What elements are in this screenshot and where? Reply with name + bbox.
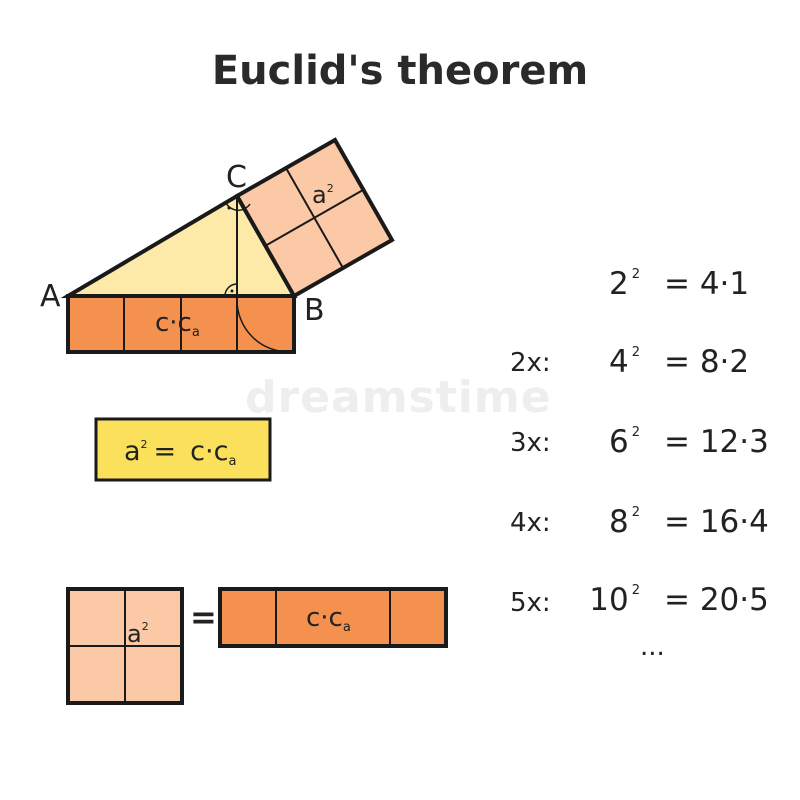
row-rhs: = 8·2 — [664, 344, 750, 380]
vertex-a: A — [40, 279, 61, 314]
row-rhs: = 4·1 — [664, 266, 750, 302]
row-rhs: = 12·3 — [664, 424, 769, 460]
square-a2-bottom — [66, 587, 184, 705]
ellipsis: ... — [640, 632, 665, 662]
label-cca-top: c·ca — [155, 308, 200, 340]
box-equals-sign: = — [190, 598, 217, 636]
row-multiplier: 2x: — [510, 348, 551, 378]
watermark: dreamstime — [245, 372, 552, 423]
label-cca-bottom: c·ca — [306, 603, 351, 635]
diagram-title: Euclid's theorem — [211, 48, 589, 94]
formula-box — [94, 417, 272, 482]
rect-c-ca-bottom — [218, 587, 448, 648]
row-multiplier: 5x: — [510, 588, 551, 618]
row-multiplier: 4x: — [510, 508, 551, 538]
rect-c-ca-top — [66, 294, 296, 354]
vertex-b: B — [304, 293, 325, 328]
label-a2-bottom: a2 — [127, 620, 149, 648]
label-a2-top: a2 — [312, 181, 334, 209]
formula-text: a2=c·ca — [124, 436, 236, 469]
row-rhs: = 16·4 — [664, 504, 769, 540]
row-rhs: = 20·5 — [664, 582, 769, 618]
vertex-c: C — [226, 160, 247, 195]
row-multiplier: 3x: — [510, 428, 551, 458]
